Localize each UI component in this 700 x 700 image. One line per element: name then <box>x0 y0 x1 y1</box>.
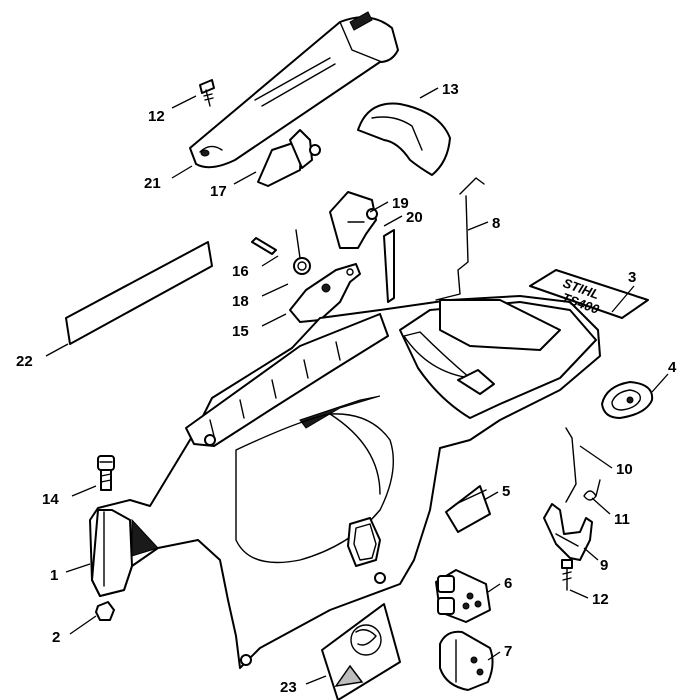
lever-part <box>329 191 378 249</box>
spring-clip-part <box>565 427 577 503</box>
callout-20: 20 <box>406 209 423 226</box>
callout-18: 18 <box>232 293 249 310</box>
callout-11: 11 <box>614 511 630 528</box>
callout-13: 13 <box>442 81 459 98</box>
callout-23: 23 <box>280 679 297 696</box>
callout-16: 16 <box>232 263 249 280</box>
callout-6: 6 <box>504 575 512 592</box>
spring-wire-part <box>435 177 485 301</box>
block-part <box>445 485 491 533</box>
callout-2: 2 <box>52 629 60 646</box>
callout-21: 21 <box>144 175 161 192</box>
callout-12-top: 12 <box>148 108 165 125</box>
trigger-part <box>257 129 321 187</box>
callout-19: 19 <box>392 195 409 212</box>
pin-part <box>251 237 277 255</box>
leader-lines <box>45 87 669 685</box>
nut-part <box>95 601 115 621</box>
label-strip-part <box>65 241 213 345</box>
callout-10: 10 <box>616 461 633 478</box>
cover-part <box>357 102 451 176</box>
callout-15: 15 <box>232 323 249 340</box>
screw-part <box>97 455 115 491</box>
cap-part <box>439 630 494 691</box>
spring-part <box>293 229 311 275</box>
screw-part <box>199 79 215 107</box>
screw-part <box>561 559 573 591</box>
callout-8: 8 <box>492 215 500 232</box>
main-housing-part <box>89 295 601 669</box>
throttle-lock-part <box>289 263 361 323</box>
callout-22: 22 <box>16 353 33 370</box>
connector-part <box>435 569 491 623</box>
callout-4: 4 <box>668 359 677 376</box>
callout-7: 7 <box>504 643 512 660</box>
callout-12-bottom: 12 <box>592 591 609 608</box>
callout-3: 3 <box>628 269 636 286</box>
grommet-part <box>601 381 654 419</box>
warning-label-part <box>321 603 401 700</box>
callout-14: 14 <box>42 491 59 508</box>
small-spring-part <box>583 479 601 501</box>
callout-labels: 12 21 17 13 19 20 8 16 18 15 22 3 4 10 1… <box>16 81 677 696</box>
callout-1: 1 <box>50 567 58 584</box>
pin-part <box>383 229 395 303</box>
callout-5: 5 <box>502 483 510 500</box>
handle-bar-part <box>189 11 399 169</box>
callout-9: 9 <box>600 557 608 574</box>
callout-17: 17 <box>210 183 227 200</box>
bracket-part <box>543 503 593 561</box>
